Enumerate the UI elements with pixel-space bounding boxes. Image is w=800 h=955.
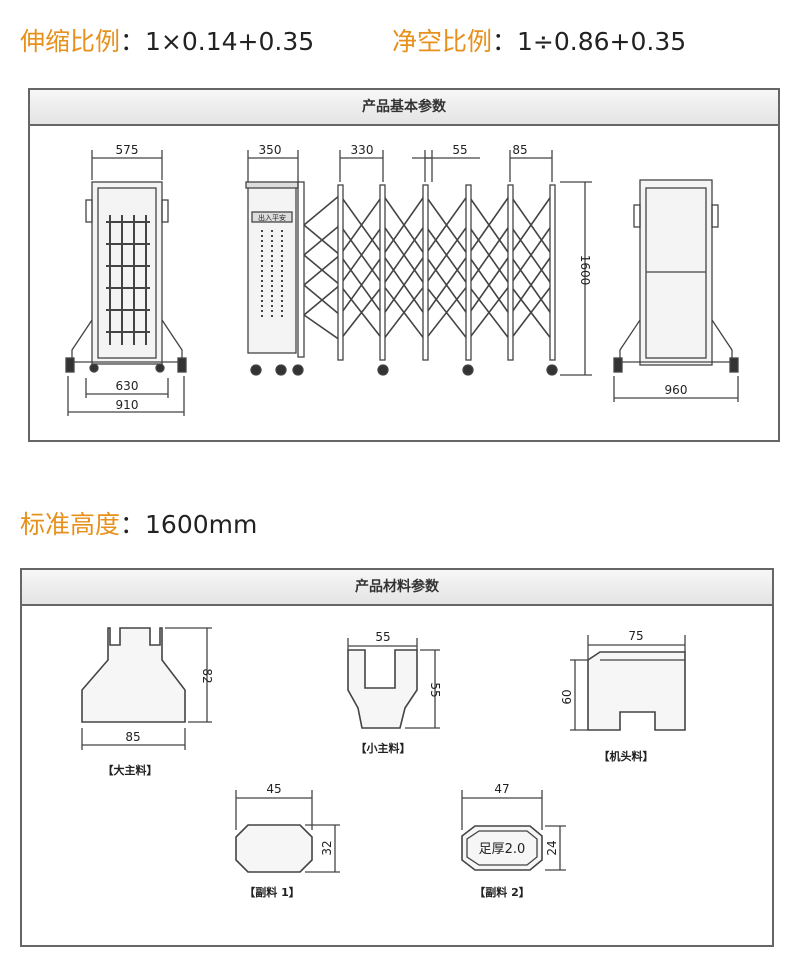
cabinet-width: 350 xyxy=(259,143,282,157)
front-top-width: 575 xyxy=(116,143,139,157)
main-small-width: 55 xyxy=(375,630,390,644)
clear-ratio-value: ：1÷0.86+0.35 xyxy=(492,27,687,56)
aux1-width: 45 xyxy=(266,782,281,796)
end-spacing: 85 xyxy=(512,143,527,157)
rear-width: 960 xyxy=(665,383,688,397)
head-height: 60 xyxy=(560,689,574,704)
rear-view: 960 xyxy=(613,179,739,402)
aux2-height: 24 xyxy=(545,840,559,855)
standard-height-label: 标准高度 xyxy=(20,510,121,539)
aux1-height: 32 xyxy=(320,840,334,855)
material-main-large: 82 85 【大主料】 xyxy=(81,627,214,777)
main-large-width: 85 xyxy=(125,730,140,744)
head-label: 【机头料】 xyxy=(599,749,654,763)
front-view: 575 630 910 xyxy=(65,143,187,416)
material-aux-1: 45 32 【副料 1】 xyxy=(235,782,340,899)
main-large-label: 【大主料】 xyxy=(103,763,158,777)
basic-params-title: 产品基本参数 xyxy=(30,90,778,126)
material-main-small: 55 55 【小主料】 xyxy=(347,630,442,755)
side-view: 350 330 55 85 出入平安 1600 xyxy=(245,143,592,376)
aux2-note: 足厚2.0 xyxy=(479,842,526,857)
post-spacing: 330 xyxy=(351,143,374,157)
post-gap: 55 xyxy=(452,143,467,157)
aux2-label: 【副料 2】 xyxy=(474,885,529,899)
main-small-height: 55 xyxy=(428,682,442,697)
stretch-ratio-label: 伸缩比例 xyxy=(20,27,121,56)
aux1-label: 【副料 1】 xyxy=(244,885,299,899)
head-width: 75 xyxy=(628,629,643,643)
clear-ratio: 净空比例：1÷0.86+0.35 xyxy=(392,22,686,58)
main-small-label: 【小主料】 xyxy=(356,741,411,755)
stretch-ratio: 伸缩比例：1×0.14+0.35 xyxy=(20,22,314,58)
aux2-width: 47 xyxy=(494,782,509,796)
standard-height-value: ：1600mm xyxy=(120,510,258,539)
clear-ratio-label: 净空比例 xyxy=(392,27,493,56)
material-aux-2: 足厚2.0 47 24 【副料 2】 xyxy=(461,782,566,899)
gate-height: 1600 xyxy=(578,255,592,286)
front-base-width: 910 xyxy=(116,398,139,412)
material-head: 75 60 【机头料】 xyxy=(560,629,686,763)
standard-height: 标准高度：1600mm xyxy=(20,505,257,541)
plate-text: 出入平安 xyxy=(258,213,286,222)
main-large-height: 82 xyxy=(200,668,214,683)
stretch-ratio-value: ：1×0.14+0.35 xyxy=(120,27,315,56)
material-params-title: 产品材料参数 xyxy=(22,570,772,606)
front-inner-width: 630 xyxy=(116,379,139,393)
